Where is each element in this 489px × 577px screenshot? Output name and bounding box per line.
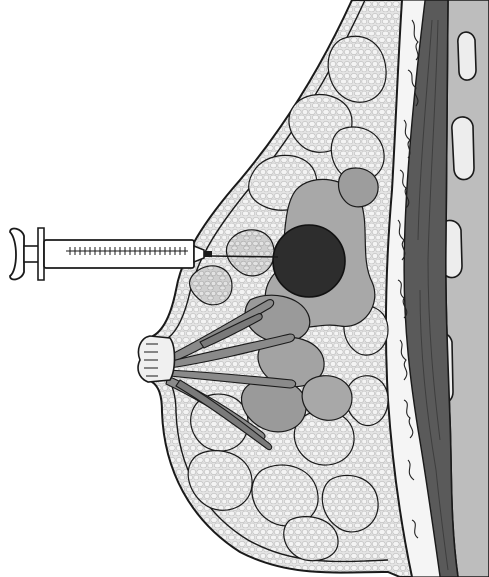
rib-bone-2 xyxy=(452,117,474,180)
mass xyxy=(273,225,345,297)
rib-bone-1 xyxy=(458,32,476,80)
nipple xyxy=(138,336,174,382)
syringe-barrel xyxy=(44,240,194,268)
syringe-plunger-handle[interactable] xyxy=(10,229,24,280)
needle xyxy=(212,256,278,257)
syringe-hub xyxy=(204,251,212,257)
nipple-outline xyxy=(138,336,174,382)
